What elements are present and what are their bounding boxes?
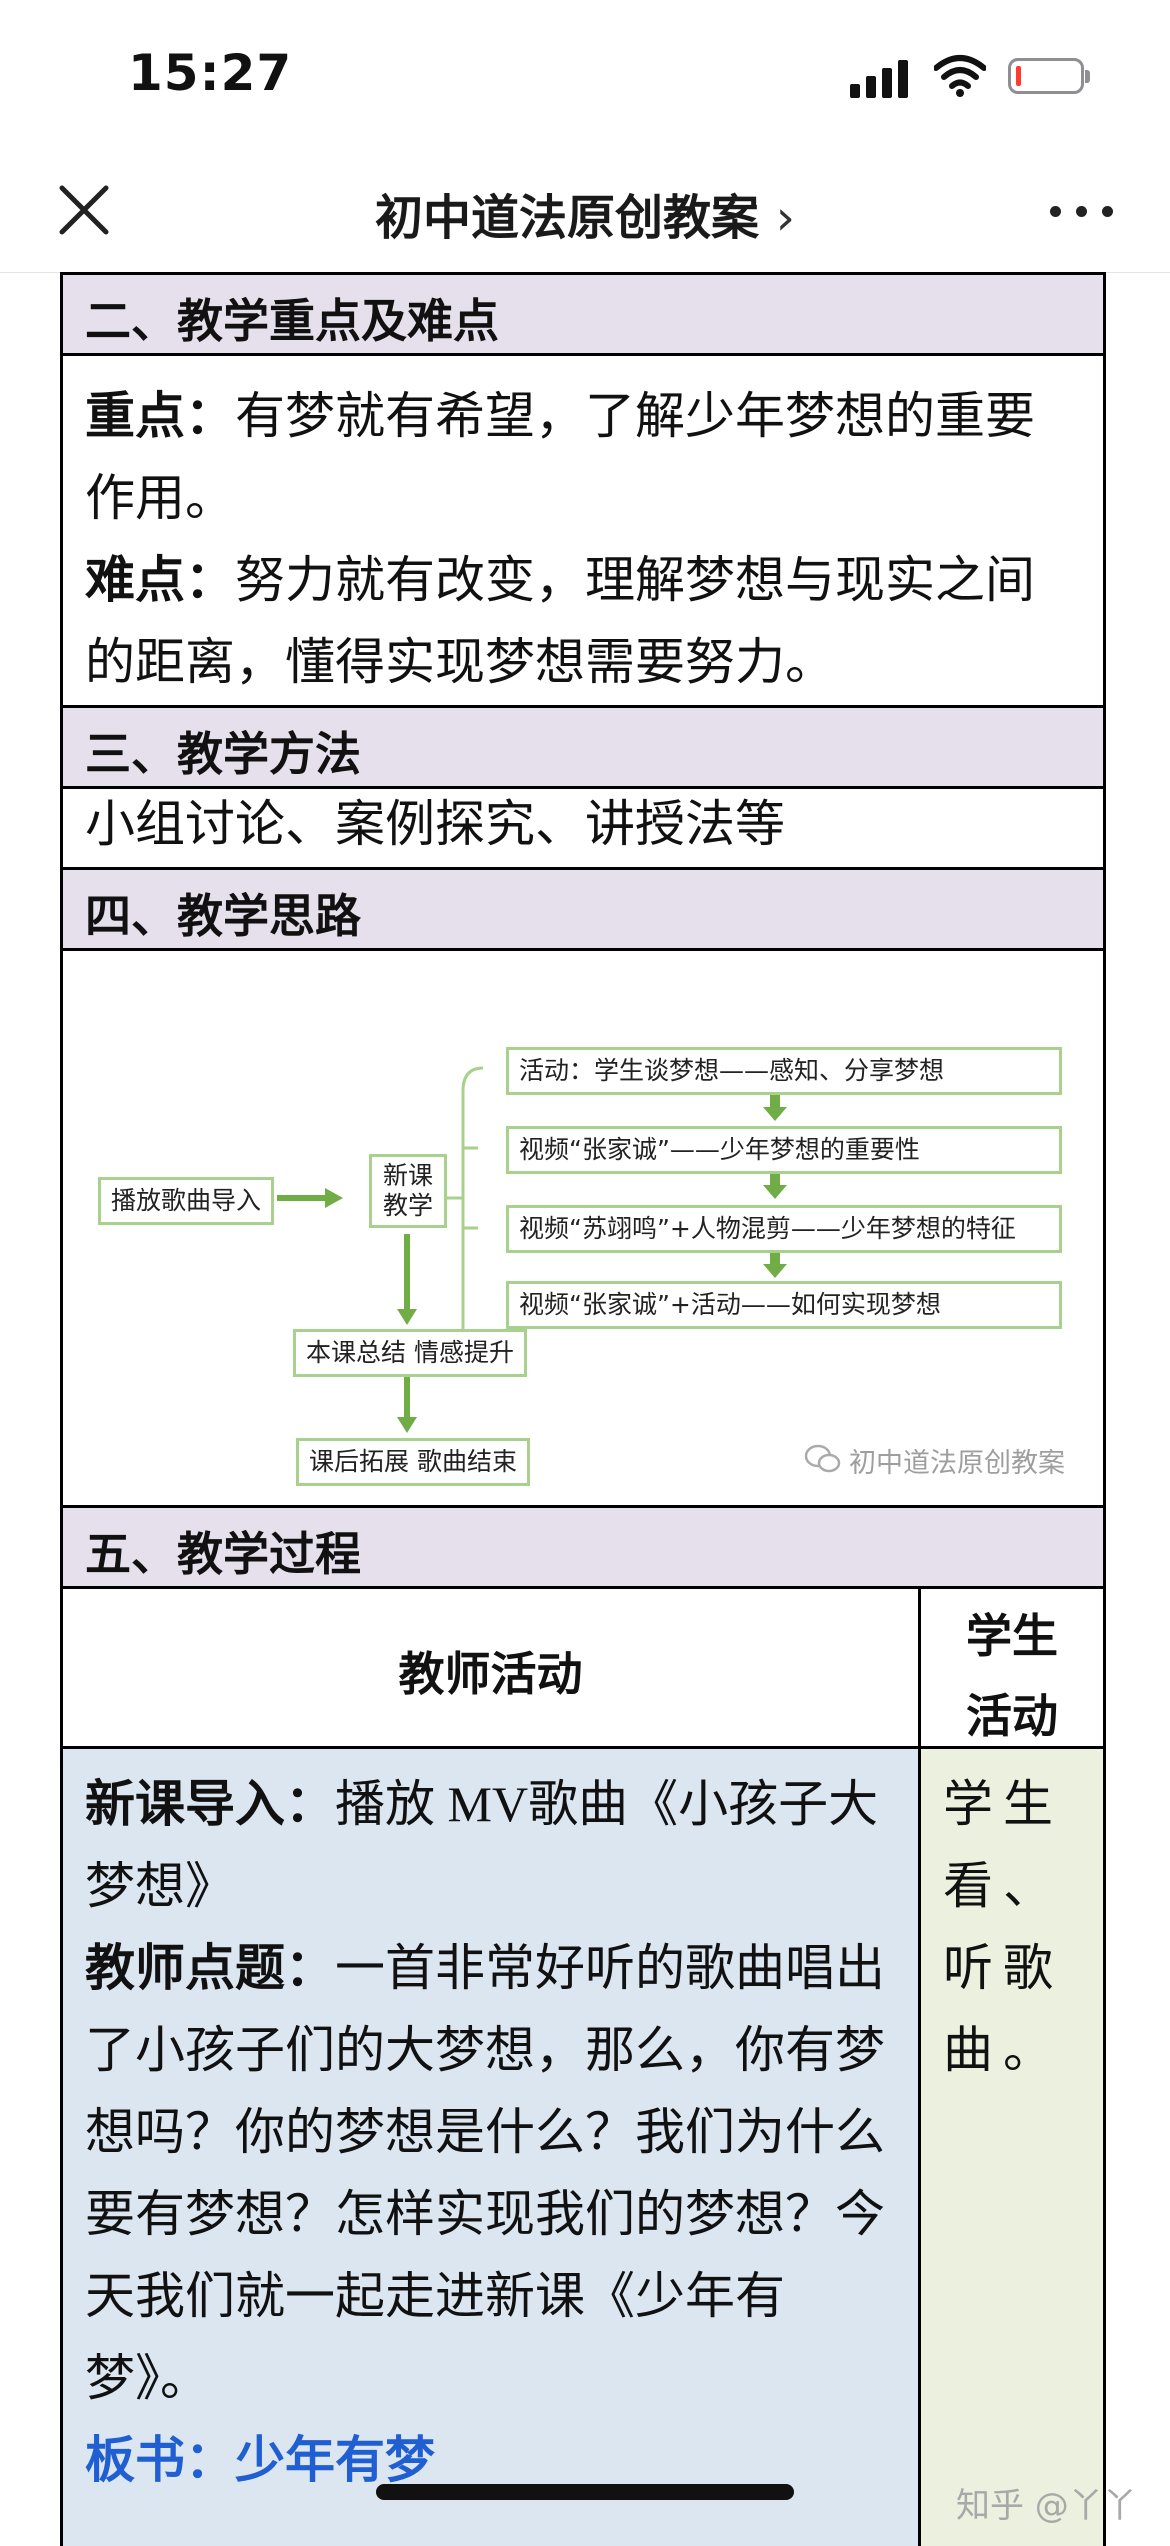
point-paragraph: 教师点题：一首非常好听的歌曲唱出了小孩子们的大梦想，那么，你有梦想吗？你的梦想是…	[63, 1927, 918, 2419]
section-header-process: 五、教学过程	[60, 1505, 1106, 1589]
nav-bar: 初中道法原创教案 ›	[0, 150, 1170, 273]
key-points-cell: 重点：有梦就有希望，了解少年梦想的重要作用。 难点：努力就有改变，理解梦想与现实…	[60, 353, 1106, 708]
student-activity-header: 学生 活动	[921, 1596, 1103, 1756]
flow-node-new-lesson: 新课 教学	[369, 1154, 447, 1228]
status-bar: 15:27	[0, 0, 1170, 150]
flow-node-new-lesson-line2: 教学	[382, 1191, 433, 1220]
point-text: 一首非常好听的歌曲唱出了小孩子们的大梦想，那么，你有梦想吗？你的梦想是什么？我们…	[85, 1939, 885, 2407]
flow-node-end: 课后拓展 歌曲结束	[296, 1438, 530, 1486]
flow-node-branch-3: 视频“苏翊鸣”+人物混剪——少年梦想的特征	[506, 1205, 1062, 1253]
intro-label: 新课导入：	[85, 1775, 335, 1833]
section-header-key-points: 二、教学重点及难点	[60, 272, 1106, 356]
battery-icon	[1008, 58, 1090, 94]
key-point-text: 有梦就有希望，了解少年梦想的重要作用。	[85, 387, 1035, 527]
teacher-activity-cell: 新课导入：播放 MV歌曲《小孩子大梦想》 教师点题：一首非常好听的歌曲唱出了小孩…	[63, 1749, 918, 2546]
intro-paragraph: 新课导入：播放 MV歌曲《小孩子大梦想》	[63, 1749, 918, 1927]
chevron-right-icon: ›	[775, 190, 795, 246]
flow-node-start: 播放歌曲导入	[98, 1177, 275, 1225]
methods-cell: 小组讨论、案例探究、讲授法等	[60, 786, 1106, 870]
flow-node-branch-2: 视频“张家诚”——少年梦想的重要性	[506, 1126, 1062, 1174]
home-indicator[interactable]	[376, 2484, 794, 2500]
wechat-icon	[804, 1444, 841, 1473]
student-activity-text: 学生看、听歌曲。	[943, 1775, 1063, 2079]
methods-text: 小组讨论、案例探究、讲授法等	[85, 795, 785, 853]
zhihu-watermark: 知乎 @丫丫	[956, 2486, 1137, 2526]
column-divider	[918, 1586, 921, 2546]
more-icon[interactable]	[1050, 202, 1114, 222]
flow-node-summary: 本课总结 情感提升	[293, 1329, 527, 1377]
account-title-link[interactable]: 初中道法原创教案 ›	[0, 178, 1170, 248]
board-writing: 板书：少年有梦	[85, 2431, 435, 2489]
diagram-watermark: 初中道法原创教案	[849, 1448, 1065, 1479]
header-divider	[63, 1746, 1103, 1749]
wifi-icon	[934, 55, 986, 97]
flow-node-branch-4: 视频“张家诚”+活动——如何实现梦想	[506, 1281, 1062, 1329]
battery-level	[1016, 66, 1021, 86]
flow-diagram: 播放歌曲导入 新课 教学 活动：学生谈梦想——感知、分享梦想 视频“张家诚”——…	[60, 951, 1106, 1505]
flow-node-new-lesson-line1: 新课	[382, 1161, 433, 1190]
student-activity-cell: 学生看、听歌曲。	[921, 1749, 1103, 2546]
difficult-point-label: 难点：	[85, 551, 235, 609]
student-header-line1: 学生	[966, 1609, 1058, 1663]
key-point-label: 重点：	[85, 387, 235, 445]
signal-icon	[850, 60, 910, 98]
status-time: 15:27	[128, 44, 293, 102]
flow-node-branch-1: 活动：学生谈梦想——感知、分享梦想	[506, 1047, 1062, 1095]
section-header-teaching-idea: 四、教学思路	[60, 867, 1106, 951]
key-point-paragraph: 重点：有梦就有希望，了解少年梦想的重要作用。	[63, 353, 1103, 539]
intro-text: 播放 MV歌曲《小孩子大梦想》	[85, 1776, 879, 1914]
student-header-line2: 活动	[966, 1689, 1058, 1743]
section-header-methods: 三、教学方法	[60, 705, 1106, 789]
point-label: 教师点题：	[85, 1939, 335, 1997]
process-table: 教师活动 学生 活动 新课导入：播放 MV歌曲《小孩子大梦想》 教师点题：一首非…	[60, 1586, 1106, 2546]
difficult-point-paragraph: 难点：努力就有改变，理解梦想与现实之间的距离，懂得实现梦想需要努力。	[63, 539, 1103, 703]
account-title: 初中道法原创教案	[375, 190, 760, 246]
teacher-activity-header: 教师活动	[398, 1647, 583, 1701]
difficult-point-text: 努力就有改变，理解梦想与现实之间的距离，懂得实现梦想需要努力。	[85, 551, 1035, 691]
close-icon[interactable]	[52, 178, 116, 242]
